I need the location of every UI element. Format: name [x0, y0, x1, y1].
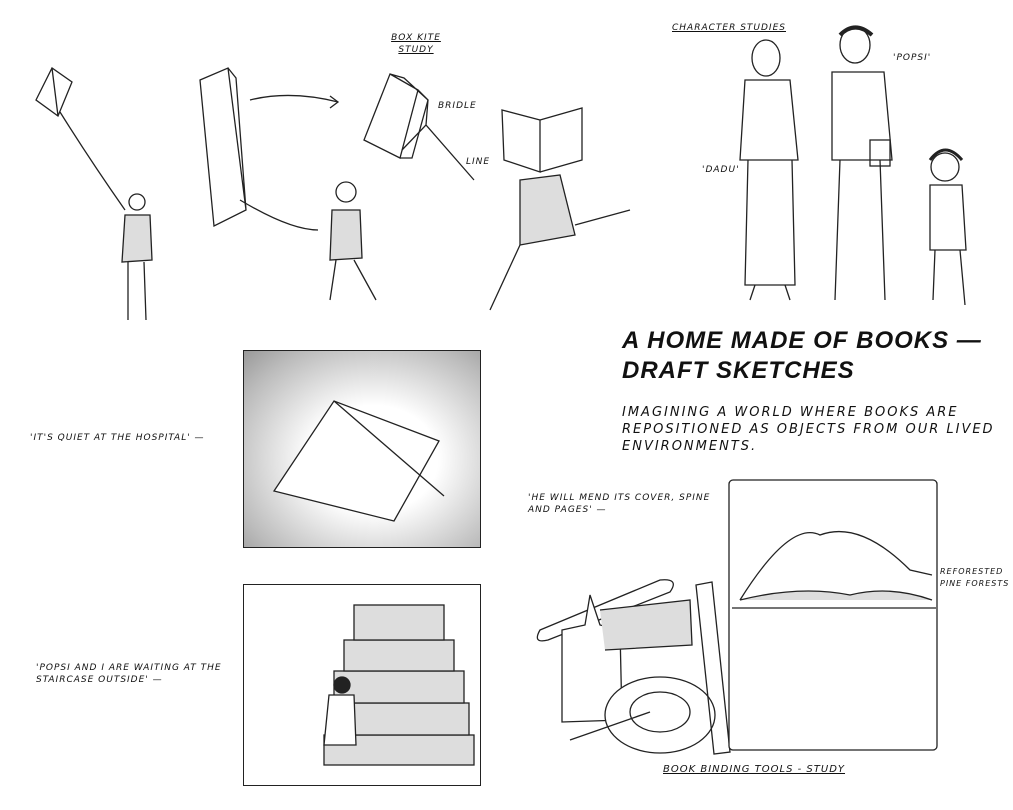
line-label: Line — [466, 157, 491, 167]
staircase-panel — [243, 584, 481, 786]
hospital-panel — [243, 350, 481, 548]
mend-caption: 'He will mend its cover, spine and pages… — [528, 493, 711, 515]
book-head-character-sketch — [489, 107, 631, 311]
character-dadu-sketch — [739, 39, 799, 301]
tools-study-label: Book binding tools - study — [663, 764, 846, 775]
dadu-label: 'Dadu' — [702, 165, 740, 175]
staircase-caption: 'Popsi and I are waiting at the staircas… — [36, 663, 222, 685]
page-subtitle: Imagining a world where books are reposi… — [622, 405, 995, 454]
kite-child-sketch-2 — [199, 67, 377, 301]
book-tent-sketch — [272, 400, 445, 522]
character-child-sketch — [928, 148, 967, 306]
kite-study-label: Box kite study — [391, 33, 441, 55]
book-staircase-sketch — [323, 604, 475, 766]
bookbinding-tools-sketch — [536, 479, 938, 755]
pine-forests-label: Reforested pine forests — [940, 567, 1010, 588]
bridle-label: Bridle — [438, 101, 477, 111]
character-popsi-sketch — [831, 25, 893, 301]
hospital-caption: 'It's quiet at the hospital' — — [30, 433, 205, 443]
popsi-label: 'Popsi' — [893, 53, 932, 63]
kite-child-sketch-1 — [35, 67, 153, 321]
character-studies-label: Character studies — [672, 23, 786, 33]
box-kite-sketch — [363, 73, 475, 181]
page-title: A Home Made of Books — Draft Sketches — [622, 327, 982, 384]
